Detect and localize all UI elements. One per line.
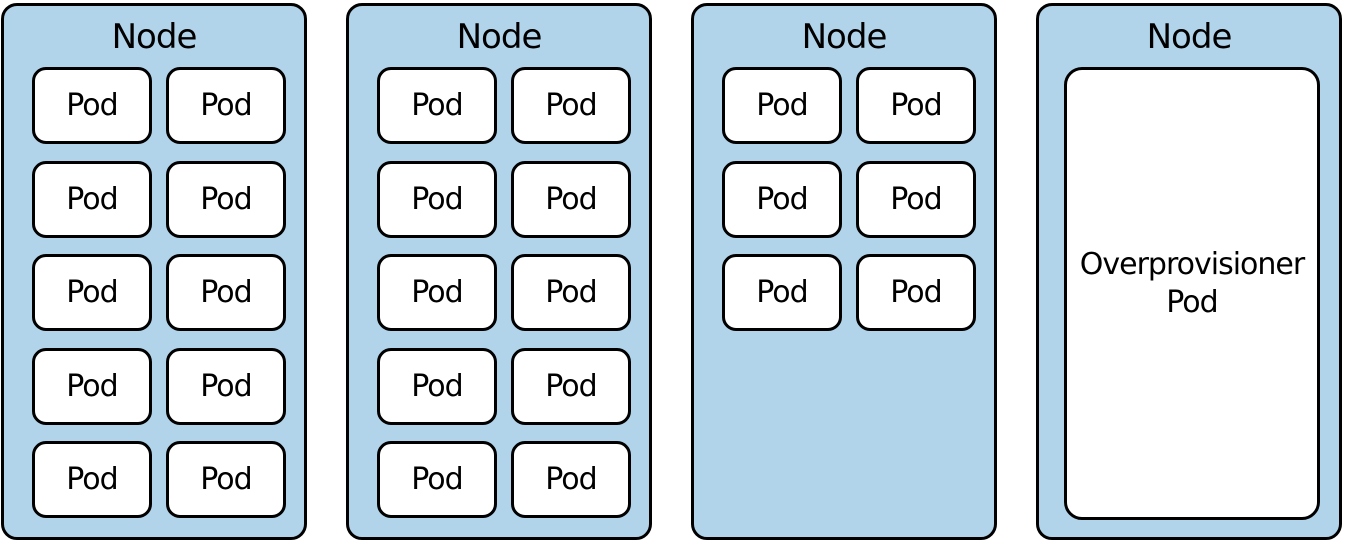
pod: Pod — [511, 348, 631, 425]
pod: Pod — [32, 161, 152, 238]
pod: Pod — [32, 348, 152, 425]
overprovisioner-pod-label-line2: Pod — [1166, 284, 1218, 320]
pod: Pod — [377, 67, 497, 144]
pod: Pod — [856, 254, 976, 331]
pod: Pod — [377, 161, 497, 238]
pod: Pod — [32, 254, 152, 331]
pod: Pod — [511, 67, 631, 144]
pod: Pod — [166, 441, 286, 518]
pod: Pod — [166, 161, 286, 238]
pod: Pod — [722, 161, 842, 238]
pod: Pod — [166, 67, 286, 144]
pod: Pod — [166, 254, 286, 331]
overprovisioner-pod-label-line1: Overprovisioner — [1079, 246, 1305, 282]
pod: Pod — [377, 441, 497, 518]
pod: Pod — [511, 161, 631, 238]
pod: Pod — [32, 441, 152, 518]
pod: Pod — [722, 67, 842, 144]
pod: Pod — [856, 67, 976, 144]
pod: Pod — [511, 441, 631, 518]
pod: Pod — [32, 67, 152, 144]
node-title: Node — [456, 17, 543, 57]
pod: Pod — [722, 254, 842, 331]
node-title: Node — [1146, 17, 1233, 57]
pod: Pod — [377, 348, 497, 425]
pod: Pod — [377, 254, 497, 331]
node-title: Node — [111, 17, 198, 57]
pod: Pod — [166, 348, 286, 425]
pod: Pod — [511, 254, 631, 331]
pod: Pod — [856, 161, 976, 238]
node-title: Node — [801, 17, 888, 57]
